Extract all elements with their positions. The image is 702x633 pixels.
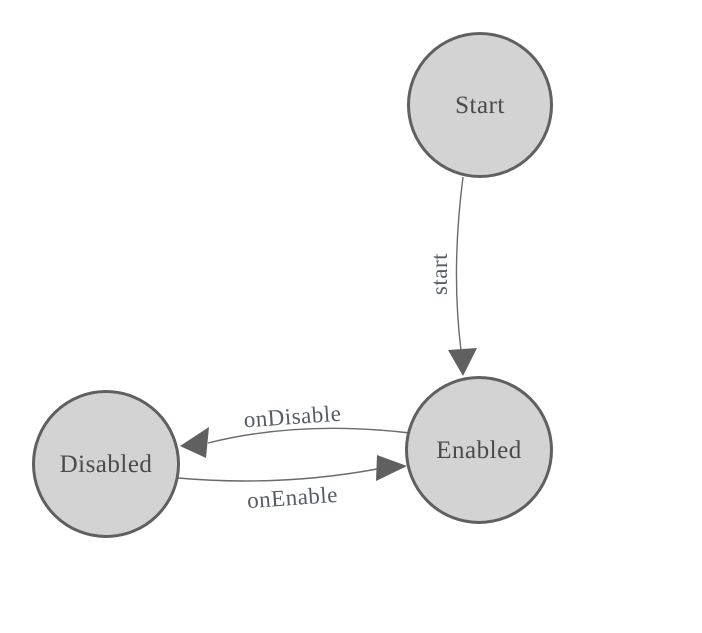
transition-disabled-to-enabled[interactable] [177,468,378,482]
edge-label-start: start [427,253,452,295]
transition-start-to-enabled[interactable] [455,176,464,351]
state-label-disabled: Disabled [60,451,153,478]
arrowhead-enabled-to-disabled-icon [180,427,209,458]
state-node-enabled[interactable] [405,376,553,524]
arrowhead-disabled-to-enabled-icon [376,455,407,481]
edge-label-onenable: onEnable [246,482,338,513]
state-label-start: Start [455,92,505,119]
arrowhead-start-to-enabled-icon [448,348,477,376]
state-label-enabled: Enabled [436,437,521,464]
state-node-start[interactable] [407,32,553,178]
state-node-disabled[interactable] [32,390,180,538]
transition-enabled-to-disabled[interactable] [207,427,411,444]
